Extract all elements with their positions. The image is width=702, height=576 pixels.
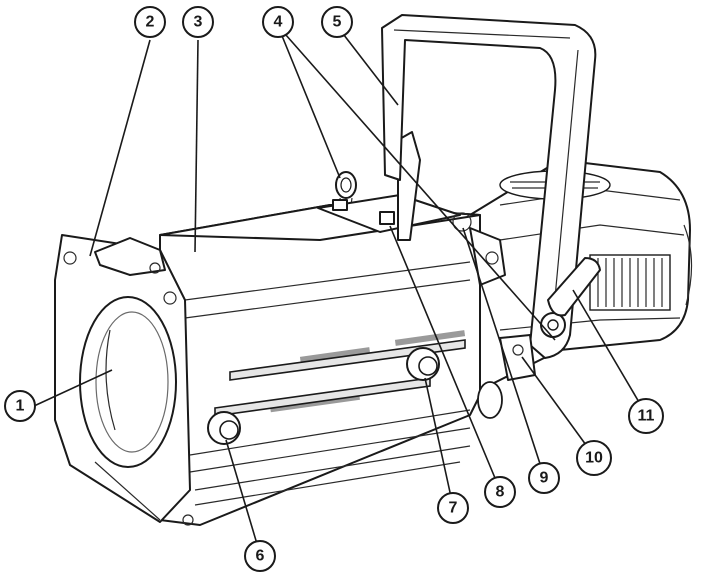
callout-1: 1 xyxy=(4,390,36,422)
knob-rear xyxy=(406,347,440,381)
yoke xyxy=(381,14,597,359)
leader-lines xyxy=(33,25,647,555)
rear-vent-grille xyxy=(589,254,671,311)
callout-label: 4 xyxy=(274,14,283,31)
zoom-slot-lower xyxy=(214,377,431,417)
callout-3: 3 xyxy=(182,6,214,38)
callout-label: 11 xyxy=(638,408,655,425)
callout-label: 10 xyxy=(585,450,603,467)
callout-label: 1 xyxy=(16,398,25,415)
callout-label: 3 xyxy=(194,14,203,31)
gel-frame-clip xyxy=(94,237,166,276)
callout-label: 5 xyxy=(333,14,342,31)
callout-2: 2 xyxy=(134,6,166,38)
zoom-slot-upper xyxy=(229,339,466,381)
tilt-handle xyxy=(547,257,601,317)
yoke-lock-knob xyxy=(540,312,566,338)
callout-11: 11 xyxy=(628,398,664,434)
callout-label: 2 xyxy=(146,14,155,31)
callout-label: 6 xyxy=(256,548,265,565)
callout-label: 7 xyxy=(449,500,458,517)
callout-7: 7 xyxy=(437,492,469,524)
top-shutter-plate xyxy=(317,194,472,233)
callout-6: 6 xyxy=(244,540,276,572)
knob-front xyxy=(207,411,241,445)
callout-4: 4 xyxy=(262,6,294,38)
callout-5: 5 xyxy=(321,6,353,38)
callout-8: 8 xyxy=(484,476,516,508)
lens xyxy=(79,296,177,468)
callout-9: 9 xyxy=(528,462,560,494)
callout-label: 8 xyxy=(496,484,505,501)
callout-10: 10 xyxy=(576,440,612,476)
callout-label: 9 xyxy=(540,470,549,487)
